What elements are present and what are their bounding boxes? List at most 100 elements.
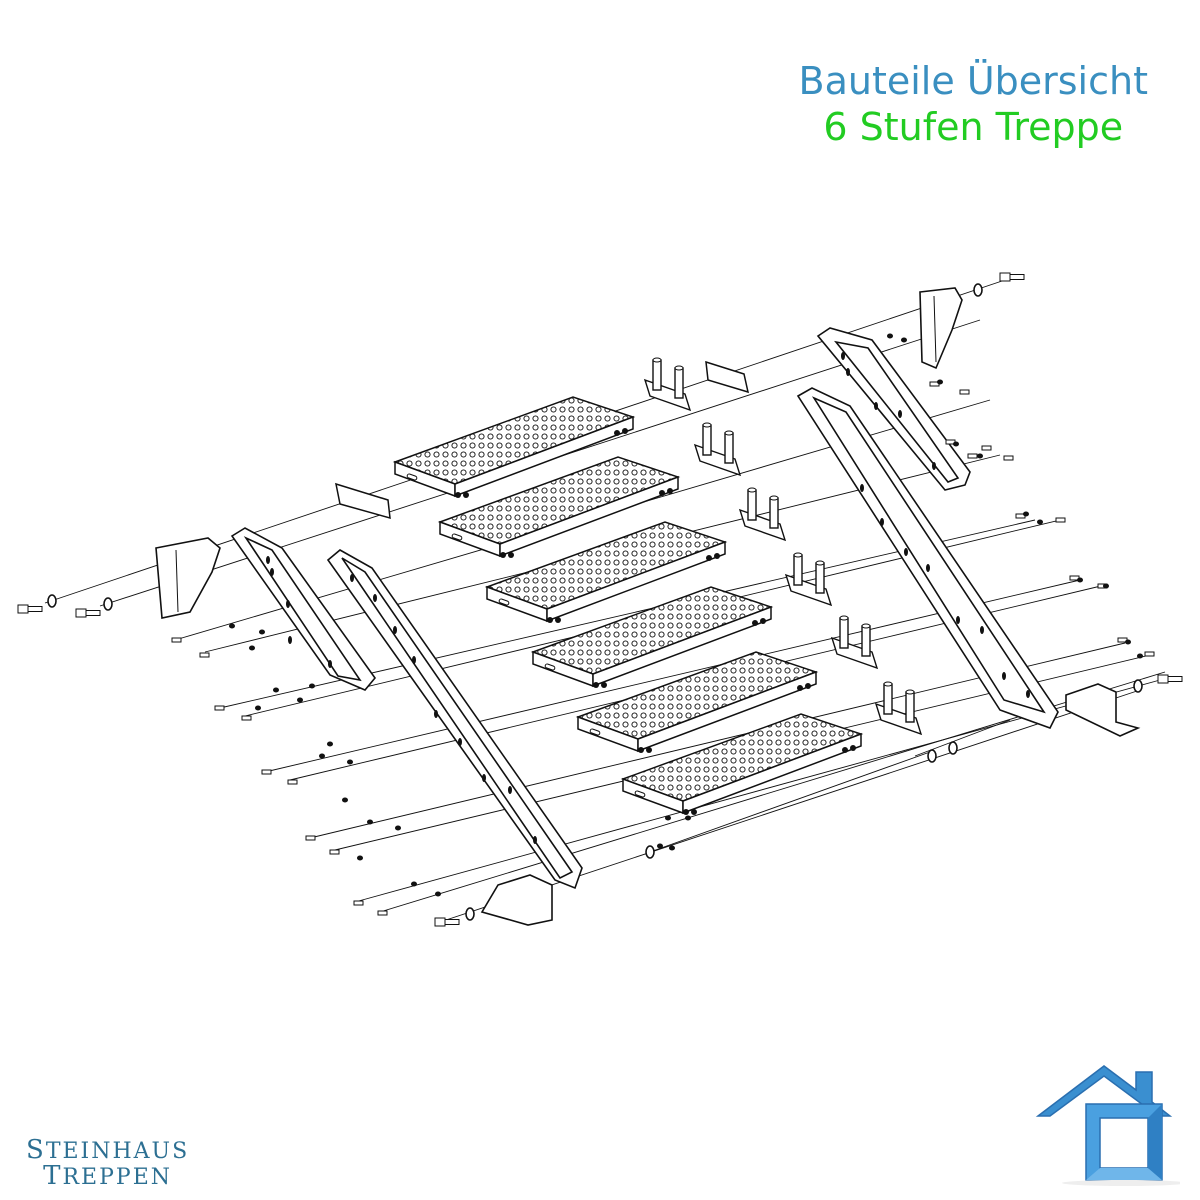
tread-slot [544,663,556,671]
post-cap [674,365,684,371]
nut [229,623,235,629]
post-cap [724,430,734,436]
screw [214,705,225,711]
nut [657,843,663,849]
bolt-head [434,917,446,927]
bracket-post [793,554,803,586]
steps [392,396,864,815]
axis-line [649,751,931,853]
nut [259,629,265,635]
tread-slot [406,473,418,481]
screw [241,715,252,721]
nut [1037,519,1043,525]
nut [887,333,893,339]
nut [297,697,303,703]
washer [103,597,113,611]
washer [465,907,475,921]
hole [393,626,397,634]
nut [309,683,315,689]
tread-bracket [830,615,879,670]
screw [353,900,364,906]
hole [373,594,377,602]
screw [377,910,388,916]
nut [901,337,907,343]
tread-side-edge [454,415,634,498]
brand-initial-1: S [26,1135,46,1165]
post-cap [652,357,662,363]
hole [270,568,274,576]
tread-nut [850,745,856,751]
hole [288,636,292,644]
tread-side-edge [682,732,862,815]
hole [904,548,908,556]
bolt-shank [444,919,460,925]
nut [411,881,417,887]
stringer-left-long-face [341,557,574,880]
bracket-post [702,424,712,456]
nut [685,815,691,821]
tread-nut [646,747,652,753]
floor-bracket-left [480,874,553,926]
post-cap [815,560,825,566]
wall-bracket-left-fold [175,549,179,613]
hole [434,710,438,718]
tread-nut [659,490,665,496]
bracket-post [839,617,849,649]
page-subtitle: 6 Stufen Treppe [823,105,1124,149]
nut [977,453,983,459]
bolt-shank [85,610,101,616]
tread-bracket [784,552,833,607]
bolt-head [75,608,87,618]
post-cap [793,552,803,558]
bolt [434,917,460,927]
tread-nut [463,492,469,498]
nut [255,705,261,711]
hole [898,410,902,418]
stringers [230,327,1059,890]
tread-side-edge [592,605,772,688]
nut [1077,577,1083,583]
bracket-post [905,691,915,723]
stringer-left-upper-face [243,536,362,682]
screw [171,637,182,643]
tread-bracket [874,681,923,736]
hole [1026,690,1030,698]
washer [973,283,983,297]
tread-nut [638,747,644,753]
nut [395,825,401,831]
end-plate-left [335,482,391,520]
tread-nut [706,555,712,561]
tread-nut [691,809,697,815]
tread-nut [760,618,766,624]
brand-logo: STEINHAUS TREPPEN [26,1135,190,1190]
post-cap [769,495,779,501]
hole [1002,672,1006,680]
brackets [155,287,1141,926]
house-icon [1035,1065,1180,1186]
bracket-post [724,432,734,464]
tread-nut [797,685,803,691]
hole [880,518,884,526]
nut [669,845,675,851]
hole [458,738,462,746]
nut [665,815,671,821]
post-cap [905,689,915,695]
nut [1137,653,1143,659]
screw [329,849,340,855]
tread-nut [667,488,673,494]
post-cap [747,487,757,493]
tread-nut [683,809,689,815]
step-tread [437,456,681,558]
bolt [1157,674,1183,684]
bracket-post [861,625,871,657]
hole [350,574,354,582]
brand-line1: TEINHAUS [45,1139,190,1164]
tread-nut [547,617,553,623]
screw [981,445,992,451]
screw [287,779,298,785]
washer [47,594,57,608]
tread-side-edge [499,475,679,558]
bracket-post [815,562,825,594]
nut [435,891,441,897]
